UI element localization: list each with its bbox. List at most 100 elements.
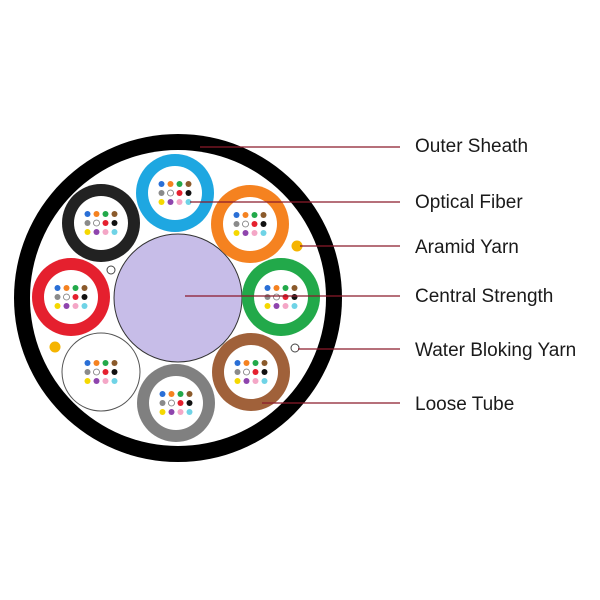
optical-fiber	[260, 230, 267, 236]
optical-fiber	[176, 199, 183, 205]
optical-fiber	[168, 409, 175, 415]
loose-tube-inner	[254, 270, 308, 324]
optical-fiber	[93, 211, 100, 217]
optical-fiber	[252, 378, 259, 384]
optical-fiber	[102, 211, 109, 217]
optical-fiber	[260, 221, 267, 227]
loose-tube-white	[61, 332, 141, 412]
optical-fiber	[242, 230, 249, 236]
label-central-strength: Central Strength	[415, 286, 553, 307]
optical-fiber	[242, 220, 249, 228]
optical-fiber	[111, 378, 118, 384]
optical-fiber	[251, 230, 258, 236]
optical-fiber	[111, 220, 118, 226]
loose-tube-inner	[148, 166, 202, 220]
optical-fiber	[234, 369, 241, 375]
optical-fiber	[176, 181, 183, 187]
optical-fiber	[243, 368, 250, 376]
optical-fiber	[233, 221, 240, 227]
optical-fiber	[111, 369, 118, 375]
loose-tube-inner	[44, 270, 98, 324]
optical-fiber	[159, 400, 166, 406]
optical-fiber	[102, 229, 109, 235]
optical-fiber	[81, 294, 88, 300]
aramid-yarn-dot	[291, 240, 303, 252]
optical-fiber	[186, 391, 193, 397]
optical-fiber	[252, 360, 259, 366]
optical-fiber	[102, 378, 109, 384]
optical-fiber	[186, 400, 193, 406]
loose-tube-inner	[223, 197, 277, 251]
optical-fiber	[81, 285, 88, 291]
loose-tube-green	[242, 258, 320, 336]
optical-fiber	[111, 211, 118, 217]
cable-body	[14, 134, 342, 462]
optical-fiber	[93, 229, 100, 235]
optical-fiber	[54, 285, 61, 291]
optical-fiber	[273, 293, 280, 301]
water-blocking-yarn-dot	[106, 265, 116, 275]
labels: Outer Sheath Optical Fiber Aramid Yarn C…	[415, 136, 576, 415]
label-outer-sheath: Outer Sheath	[415, 136, 528, 157]
optical-fiber	[252, 369, 259, 375]
optical-fiber	[251, 221, 258, 227]
optical-fiber	[111, 360, 118, 366]
optical-fiber	[282, 303, 289, 309]
optical-fiber	[273, 303, 280, 309]
loose-tube-red	[32, 258, 110, 336]
optical-fiber	[176, 190, 183, 196]
optical-fiber	[291, 294, 298, 300]
optical-fiber	[84, 360, 91, 366]
optical-fiber	[167, 199, 174, 205]
label-aramid-yarn: Aramid Yarn	[415, 237, 519, 258]
optical-fiber	[102, 360, 109, 366]
optical-fiber	[233, 212, 240, 218]
optical-fiber	[72, 294, 79, 300]
optical-fiber	[63, 303, 70, 309]
optical-fiber	[177, 391, 184, 397]
optical-fiber	[282, 294, 289, 300]
loose-tube-inner	[224, 345, 278, 399]
loose-tube-blue	[136, 154, 214, 232]
loose-tube-orange	[211, 185, 289, 263]
optical-fiber	[261, 360, 268, 366]
optical-fiber	[264, 294, 271, 300]
optical-fiber	[243, 360, 250, 366]
optical-fiber	[84, 378, 91, 384]
optical-fiber	[63, 285, 70, 291]
optical-fiber	[158, 190, 165, 196]
optical-fiber	[264, 303, 271, 309]
optical-fiber	[291, 303, 298, 309]
optical-fiber	[167, 189, 174, 197]
optical-fiber	[243, 378, 250, 384]
optical-fiber	[159, 391, 166, 397]
optical-fiber	[185, 181, 192, 187]
optical-fiber	[177, 409, 184, 415]
optical-fiber	[233, 230, 240, 236]
loose-tube-black	[62, 184, 140, 262]
central-strength-member	[113, 233, 243, 363]
label-optical-fiber: Optical Fiber	[415, 192, 523, 213]
optical-fiber	[282, 285, 289, 291]
optical-fiber	[251, 212, 258, 218]
optical-fiber	[102, 220, 109, 226]
loose-tube-brown	[212, 333, 290, 411]
water-blocking-yarn-dot	[290, 343, 300, 353]
loose-tube-inner	[74, 196, 128, 250]
optical-fiber	[185, 190, 192, 196]
optical-fiber	[158, 181, 165, 187]
optical-fiber	[81, 303, 88, 309]
optical-fiber	[54, 294, 61, 300]
optical-fiber	[261, 378, 268, 384]
optical-fiber	[167, 181, 174, 187]
optical-fiber	[291, 285, 298, 291]
optical-fiber	[72, 285, 79, 291]
loose-tube-inner	[74, 345, 128, 399]
optical-fiber	[84, 211, 91, 217]
optical-fiber	[186, 409, 193, 415]
optical-fiber	[264, 285, 271, 291]
optical-fiber	[93, 378, 100, 384]
optical-fiber	[168, 399, 175, 407]
optical-fiber	[84, 220, 91, 226]
